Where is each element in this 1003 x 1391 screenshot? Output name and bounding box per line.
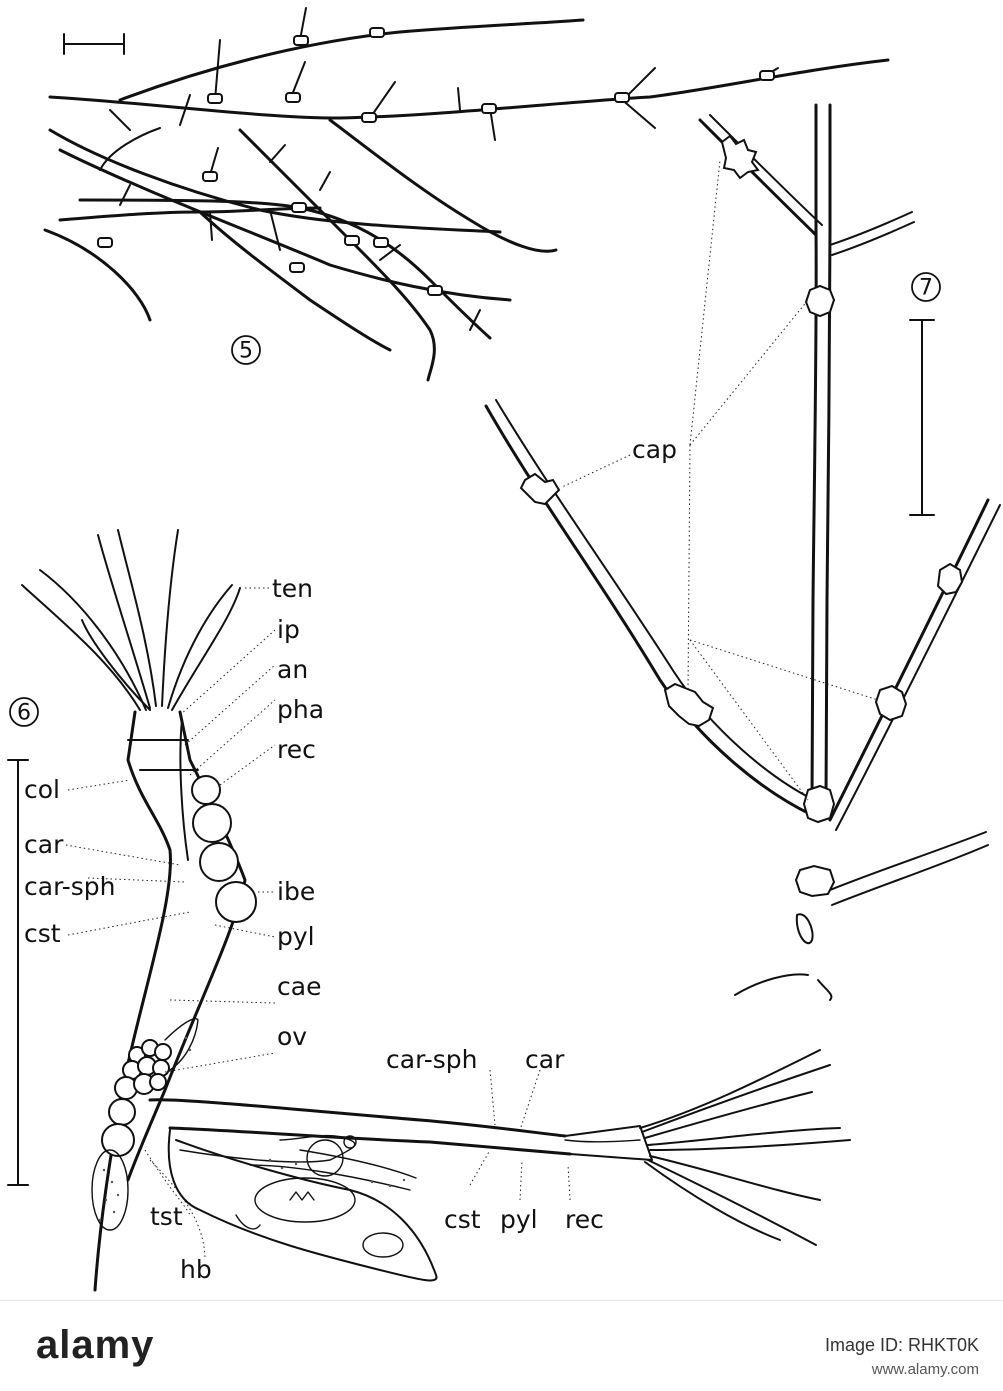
image-id: Image ID: RHKT0K: [825, 1335, 979, 1356]
fig6-label-cst: cst: [24, 919, 61, 948]
fig6-label-lower-pyl: pyl: [500, 1205, 538, 1234]
fig5-nodes: [98, 28, 774, 295]
fig6-label-car: car: [24, 830, 64, 859]
fig7-number: 7: [919, 276, 933, 301]
fig7-caps: [521, 136, 962, 896]
stock-footer: alamy Image ID: RHKT0K www.alamy.com: [0, 1300, 1003, 1391]
fig5-colony-drawing: [45, 8, 888, 380]
fig6-label-rec: rec: [277, 735, 316, 764]
fig6-zooid-drawing: [8, 530, 850, 1290]
fig6-ovary-cluster: [102, 1019, 198, 1156]
fig6-scale-bar: [8, 760, 28, 1185]
site-url[interactable]: www.alamy.com: [872, 1361, 979, 1378]
fig6-label-hb: hb: [180, 1255, 212, 1284]
fig6-label-ip: ip: [277, 615, 300, 644]
fig6-label-car-sph: car-sph: [24, 872, 116, 901]
fig6-label-pyl: pyl: [277, 922, 315, 951]
fig7-scale-bar: [910, 320, 934, 515]
fig6-label-ov: ov: [277, 1022, 307, 1051]
fig6-number: 6: [17, 701, 31, 726]
fig6-label-lower-cst: cst: [444, 1205, 481, 1234]
fig6-label-ten: ten: [272, 574, 313, 603]
fig6-label-pha: pha: [277, 695, 324, 724]
fig6-label-lower-car: car: [525, 1045, 565, 1074]
fig5-scale-bar: [64, 34, 124, 54]
alamy-logo[interactable]: alamy: [36, 1323, 154, 1368]
fig6-label-ibe: ibe: [277, 877, 315, 906]
fig6-label-tst: tst: [150, 1202, 183, 1231]
fig6-label-lower-rec: rec: [565, 1205, 604, 1234]
fig7-stolon-drawing: [486, 105, 1000, 1000]
fig6-label-an: an: [277, 655, 308, 684]
fig7-label-cap: cap: [632, 435, 677, 464]
fig5-number: 5: [239, 339, 253, 364]
specimen-figure: 5: [0, 0, 1003, 1300]
fig6-label-col: col: [24, 775, 60, 804]
fig6-label-lower-car-sph: car-sph: [386, 1045, 478, 1074]
fig6-label-cae: cae: [277, 972, 321, 1001]
figure-drawing: 5: [0, 0, 1003, 1300]
